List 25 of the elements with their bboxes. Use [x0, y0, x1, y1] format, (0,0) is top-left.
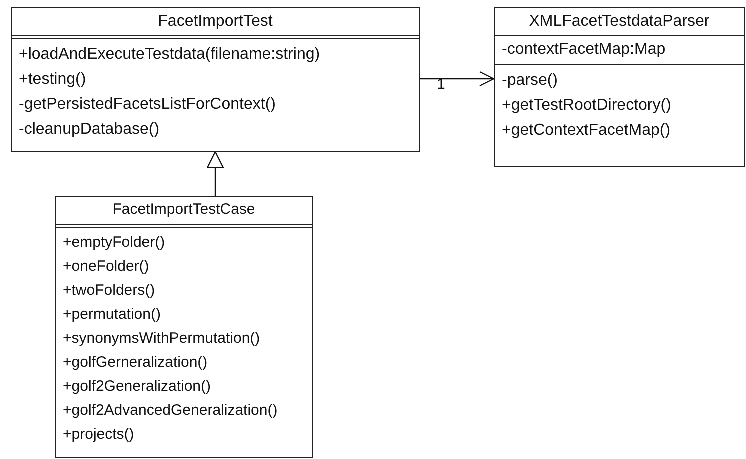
class-operation: +testing() — [19, 70, 88, 90]
class-box — [494, 7, 745, 167]
class-operation: +synonymsWithPermutation() — [63, 329, 262, 349]
class-operation: +emptyFolder() — [63, 233, 166, 253]
class-operation: -cleanupDatabase() — [19, 120, 161, 140]
inheritance-arrow — [206, 151, 224, 196]
association-arrow — [420, 71, 495, 87]
class-box — [55, 196, 313, 458]
class-attribute: -contextFacetMap:Map — [502, 40, 667, 60]
class-operation: +getContextFacetMap() — [502, 121, 672, 141]
class-box — [11, 7, 420, 152]
class-operation: +golf2Generalization() — [63, 377, 212, 397]
class-operation: +twoFolders() — [63, 281, 156, 301]
class-name: FacetImportTestCase — [112, 200, 256, 220]
class-operation: +oneFolder() — [63, 257, 150, 277]
class-operation: +golf2AdvancedGeneralization() — [63, 401, 279, 421]
class-operation: -getPersistedFacetsListForContext() — [19, 95, 277, 115]
class-operation: +loadAndExecuteTestdata(filename:string) — [19, 45, 322, 65]
class-operation: +getTestRootDirectory() — [502, 96, 672, 116]
class-name: XMLFacetTestdataParser — [529, 12, 710, 32]
class-name: FacetImportTest — [158, 12, 273, 32]
class-operation: +projects() — [63, 425, 136, 445]
class-operation: -parse() — [502, 71, 560, 91]
class-operation: +golfGerneralization() — [63, 353, 209, 373]
class-operation: +permutation() — [63, 305, 162, 325]
